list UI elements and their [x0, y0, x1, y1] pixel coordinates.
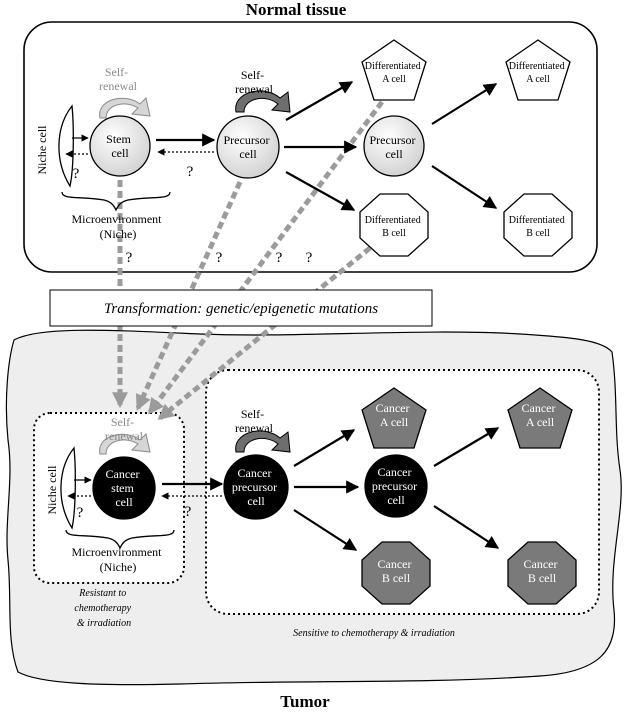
transformation-banner — [49, 289, 433, 327]
diff-a-cell-2 — [505, 39, 571, 101]
niche-cell-tumor — [60, 446, 76, 530]
resistant-label: Resistant to chemotherapy & irradiation — [74, 588, 133, 629]
cancer-stem-cell — [92, 456, 156, 520]
stem-cell-normal — [89, 115, 151, 177]
cancer-precursor-cell-2 — [364, 454, 428, 518]
self-renewal-arrow-cancer-precursor — [235, 430, 291, 453]
precursor-cell-2-label: Precursor cell — [370, 133, 419, 161]
precursor2-to-diff-b-arrow — [431, 165, 498, 209]
cancer-a-label-1: Cancer A cell — [376, 401, 413, 429]
diff-a-cell-1 — [361, 39, 427, 101]
niche-cell-label-tumor: Niche cell — [45, 465, 59, 515]
precursor-cell-label-normal: Precursor cell — [224, 133, 273, 161]
niche-cell-label-normal: Niche cell — [35, 125, 49, 175]
tumor-title: Tumor — [280, 692, 330, 711]
cancer-stem-cell-label: Cancer stem cell — [106, 467, 143, 509]
diff-b-to-cancer-stem-arrow — [157, 246, 372, 421]
cancer-a-cell-1 — [361, 387, 427, 449]
microenvironment-brace-normal — [61, 191, 171, 212]
cancer-b-cell-1 — [361, 541, 431, 605]
question-transform-4: ? — [306, 250, 313, 266]
stem-cell-label-normal: Stem cell — [106, 132, 134, 160]
transformation-label: Transformation: genetic/epigenetic mutat… — [104, 301, 378, 317]
microenvironment-label-tumor: Microenvironment (Niche) — [72, 545, 165, 574]
question-niche-normal: ? — [73, 166, 80, 182]
diff-b-label-2: Differentiated B cell — [509, 215, 567, 239]
question-niche-tumor: ? — [77, 505, 84, 521]
precursor2-to-diff-a-arrow — [431, 83, 498, 125]
diff-b-cell-2 — [503, 193, 573, 257]
cancer-b-label-2: Cancer B cell — [524, 557, 561, 585]
cancer-a-label-2: Cancer A cell — [522, 401, 559, 429]
self-renewal-label-stem: Self- renewal — [99, 65, 138, 93]
self-renewal-label-cancer-precursor: Self- renewal — [235, 407, 274, 435]
cancer-precursor-to-a-arrow — [293, 429, 356, 467]
cancer-precursor2-to-a-arrow — [433, 427, 500, 467]
self-renewal-label-precursor: Self- renewal — [235, 68, 274, 96]
question-stem-precursor-tumor: ? — [185, 504, 192, 520]
question-stem-precursor: ? — [187, 164, 194, 180]
cancer-b-cell-2 — [507, 541, 577, 605]
precursor-cell-2 — [363, 115, 425, 177]
cancer-a-cell-2 — [507, 387, 573, 449]
microenvironment-brace-tumor — [65, 529, 175, 550]
precursor-to-diff-b-arrow — [285, 171, 356, 211]
diff-a-label-2: Differentiated A cell — [509, 61, 567, 85]
question-transform-2: ? — [216, 250, 223, 266]
sensitive-label: Sensitive to chemotherapy & irradiation — [293, 628, 455, 639]
self-renewal-arrow-stem — [99, 97, 151, 119]
question-transform-1: ? — [126, 250, 133, 266]
cancer-b-label-1: Cancer B cell — [378, 557, 415, 585]
cancer-precursor2-to-b-arrow — [433, 505, 500, 549]
diff-b-cell-1 — [359, 193, 429, 257]
cancer-precursor-cell-2-label: Cancer precursor cell — [372, 465, 420, 507]
self-renewal-arrow-precursor — [235, 90, 291, 113]
cancer-precursor-to-b-arrow — [293, 509, 358, 551]
precursor-cell-normal — [216, 115, 280, 179]
cancer-precursor-cell-label: Cancer precursor cell — [232, 466, 280, 508]
diff-b-label-1: Differentiated B cell — [365, 215, 423, 239]
self-renewal-arrow-cancer-stem — [99, 433, 151, 455]
question-transform-3: ? — [276, 250, 283, 266]
cancer-precursor-cell — [223, 454, 289, 520]
niche-cell-normal — [58, 104, 74, 188]
precursor-to-diff-a-arrow — [285, 81, 354, 121]
self-renewal-label-cancer-stem: Self- renewal — [105, 415, 144, 443]
microenvironment-label-normal: Microenvironment (Niche) — [72, 212, 165, 241]
diff-a-to-cancer-stem-arrow — [147, 100, 385, 415]
normal-tissue-title: Normal tissue — [246, 0, 347, 19]
diff-a-label-1: Differentiated A cell — [365, 61, 423, 85]
